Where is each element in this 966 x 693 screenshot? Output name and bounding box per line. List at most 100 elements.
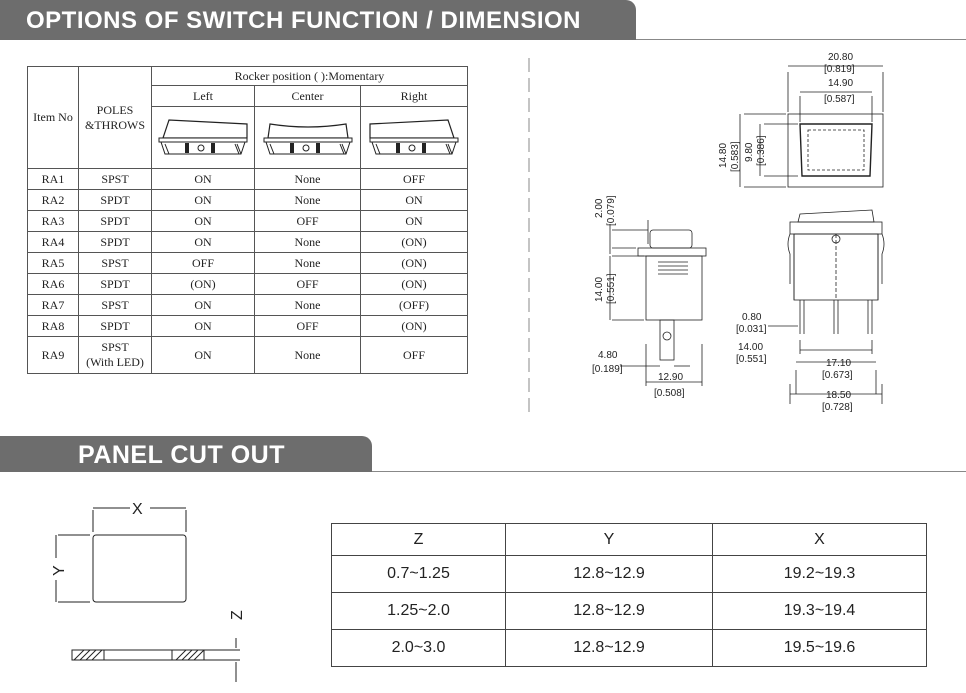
table-row: 1.25~2.0 12.8~12.9 19.3~19.4 [331, 592, 927, 630]
dim-label: 14.00 [738, 342, 763, 353]
cell-item: RA2 [27, 189, 79, 211]
cell-item: RA1 [27, 168, 79, 190]
cell-poles-line1: SPST [101, 340, 129, 354]
dim-label: [0.551] [736, 354, 767, 365]
header-z: Z [331, 523, 506, 556]
cell-z: 2.0~3.0 [331, 629, 506, 667]
cell-left: OFF [151, 252, 255, 274]
dim-label: 18.50 [826, 390, 851, 401]
cell-center: OFF [254, 315, 361, 337]
cell-right: (OFF) [360, 294, 468, 316]
dim-label: [0.189] [592, 364, 623, 375]
cell-center: None [254, 231, 361, 253]
header-poles-throws: POLES&THROWS [78, 66, 152, 169]
table-row: RA9 SPST(With LED) ON None OFF [27, 336, 468, 374]
table-row: 0.7~1.25 12.8~12.9 19.2~19.3 [331, 555, 927, 593]
cell-right: ON [360, 189, 468, 211]
cutout-label-z: Z [229, 610, 246, 620]
panel-cutout-table: Z Y X 0.7~1.25 12.8~12.9 19.2~19.3 1.25~… [331, 523, 927, 667]
cell-left: ON [151, 189, 255, 211]
rocker-right-icon [369, 118, 459, 154]
header-poles: POLES [96, 102, 134, 117]
cell-left: ON [151, 231, 255, 253]
cell-item: RA9 [27, 336, 79, 374]
rocker-center-icon [263, 122, 352, 154]
cell-right: (ON) [360, 315, 468, 337]
top-view-rocker [799, 123, 873, 177]
cell-y: 12.8~12.9 [505, 629, 713, 667]
dim-label: [0.673] [822, 370, 853, 381]
section-title-options: OPTIONS OF SWITCH FUNCTION / DIMENSION [0, 0, 636, 40]
dim-label: [0.583] [730, 141, 741, 172]
cell-center: OFF [254, 210, 361, 232]
dashed-separator [528, 58, 530, 413]
cell-poles: SPST [78, 294, 152, 316]
dim-label: [0.728] [822, 402, 853, 413]
cell-right: (ON) [360, 252, 468, 274]
cell-center: None [254, 168, 361, 190]
header-x: X [712, 523, 927, 556]
cell-poles: SPST(With LED) [78, 336, 152, 374]
dim-label: 20.80 [828, 52, 853, 63]
cell-left: (ON) [151, 273, 255, 295]
dim-label: [0.551] [606, 273, 617, 304]
cell-y: 12.8~12.9 [505, 555, 713, 593]
cell-right: OFF [360, 168, 468, 190]
cell-poles-line2: (With LED) [86, 355, 144, 369]
dim-label: [0.031] [736, 324, 767, 335]
cell-center: None [254, 252, 361, 274]
dim-label: 17.10 [826, 358, 851, 369]
cell-center: None [254, 189, 361, 211]
header-rocker-position: Rocker position ( ):Momentary [151, 66, 468, 86]
cell-poles: SPDT [78, 189, 152, 211]
dimension-drawing: 20.80 [0.819] 14.90 [0.587] 14.80 [0.583… [592, 52, 885, 413]
cell-left: ON [151, 294, 255, 316]
dim-label: [0.079] [606, 195, 617, 226]
table-row: 2.0~3.0 12.8~12.9 19.5~19.6 [331, 629, 927, 667]
cell-center: OFF [254, 273, 361, 295]
switch-options-table: Item No POLES&THROWS Rocker position ( )… [27, 66, 468, 374]
cell-center: None [254, 336, 361, 374]
dim-label: 0.80 [742, 312, 762, 323]
cell-right: (ON) [360, 273, 468, 295]
cutout-label-x: X [132, 501, 143, 518]
cell-z: 0.7~1.25 [331, 555, 506, 593]
header-center: Center [254, 85, 361, 107]
section-divider [636, 39, 966, 40]
cell-left: ON [151, 315, 255, 337]
cell-poles: SPDT [78, 210, 152, 232]
cell-x: 19.2~19.3 [712, 555, 927, 593]
dim-label: 14.00 [594, 277, 605, 302]
rocker-center-image [254, 106, 361, 169]
cell-left: ON [151, 336, 255, 374]
cell-center: None [254, 294, 361, 316]
cell-poles: SPST [78, 252, 152, 274]
cell-item: RA4 [27, 231, 79, 253]
cell-poles: SPDT [78, 315, 152, 337]
header-right: Right [360, 85, 468, 107]
cell-poles: SPDT [78, 273, 152, 295]
cell-item: RA5 [27, 252, 79, 274]
cell-y: 12.8~12.9 [505, 592, 713, 630]
header-throws: &THROWS [85, 117, 145, 132]
dim-label: [0.508] [654, 388, 685, 399]
rocker-left-icon [158, 118, 248, 154]
dim-label: 12.90 [658, 372, 683, 383]
dim-label: 9.80 [744, 142, 755, 162]
cell-item: RA3 [27, 210, 79, 232]
cell-z: 1.25~2.0 [331, 592, 506, 630]
cell-right: OFF [360, 336, 468, 374]
cell-item: RA7 [27, 294, 79, 316]
top-view-body [787, 113, 884, 188]
cell-right: (ON) [360, 231, 468, 253]
cell-poles: SPST [78, 168, 152, 190]
dim-label: [0.819] [824, 64, 855, 75]
cell-left: ON [151, 168, 255, 190]
dim-label: 14.80 [718, 143, 729, 168]
